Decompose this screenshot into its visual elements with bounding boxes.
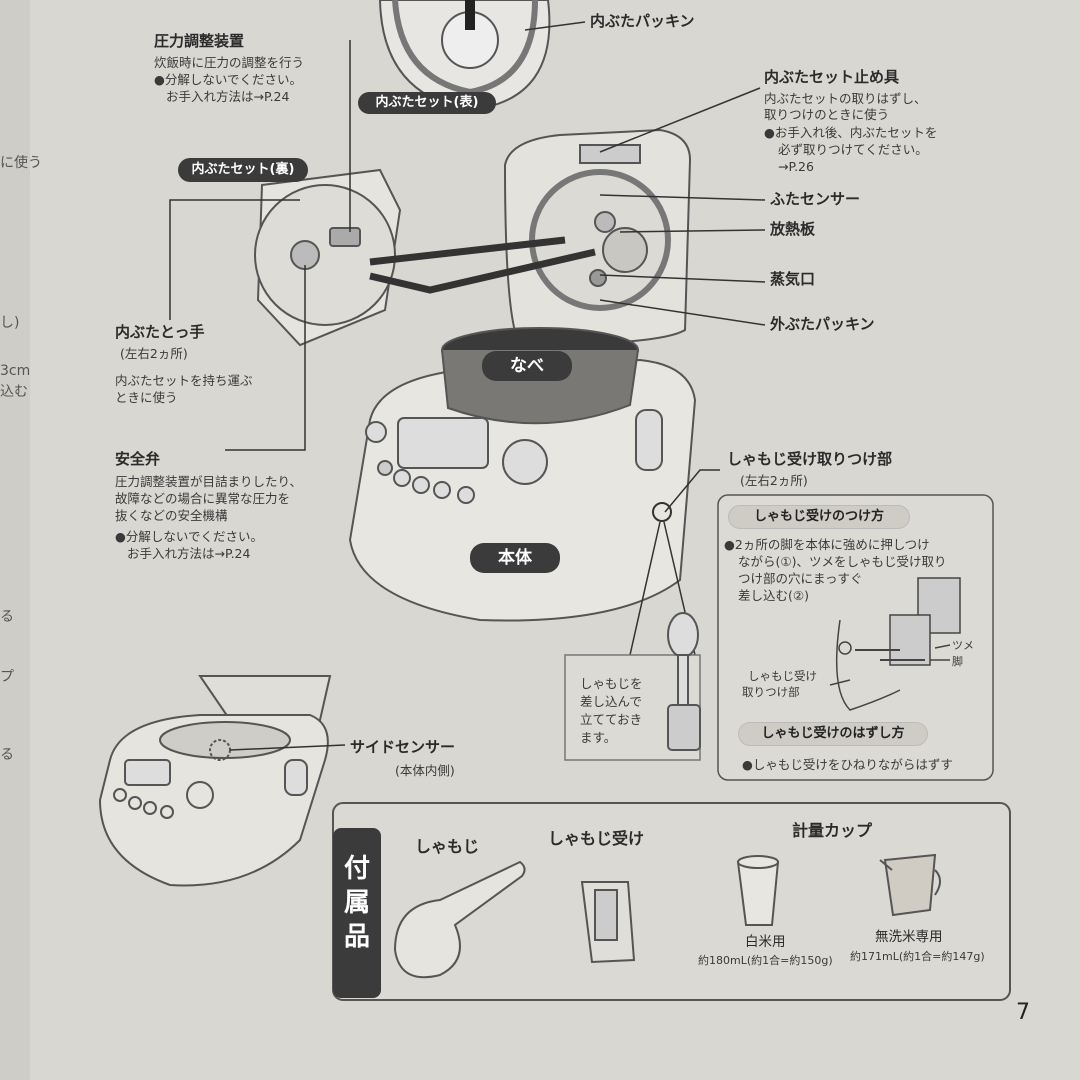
attach-mount2: 取りつけ部 [742, 685, 800, 699]
shamoji-holder-icon [580, 881, 636, 964]
label-stopper: 内ぶたセット止め具 [764, 68, 900, 86]
remove-header: しゃもじ受けのはずし方 [738, 722, 928, 746]
left-page-fragment: に使う [0, 155, 42, 171]
left-page-fragment: 込む [0, 384, 28, 400]
left-page-fragment: る [0, 609, 14, 625]
accessory-measuring-cup: 計量カップ [792, 821, 873, 840]
handle-desc2: ときに使う [115, 390, 178, 405]
badge-uchibuta-back: 内ぶたセット(裏) [178, 158, 308, 182]
attach-line3: つけ部の穴にまっすぐ [738, 571, 863, 586]
stopper-desc2: 取りつけのときに使う [764, 107, 890, 122]
label-steam-port: 蒸気口 [770, 270, 816, 288]
label-heat-plate: 放熱板 [770, 220, 816, 238]
pressure-reference: お手入れ方法は→P.24 [166, 89, 290, 104]
safety-desc3: 抜くなどの安全機構 [115, 508, 228, 523]
measuring-cup-white-icon [736, 855, 780, 926]
left-page-fragment: し) [0, 315, 20, 331]
cup-musen-label: 無洗米専用 [875, 929, 943, 945]
safety-desc2: 故障などの場合に異常な圧力を [115, 491, 291, 506]
safety-bullet: ●分解しないでください。 [115, 529, 264, 544]
callout-line3: 立てておき [580, 712, 643, 727]
label-outer-packing: 外ぶたパッキン [770, 315, 875, 333]
cup-white-label: 白米用 [745, 934, 786, 950]
callout-line1: しゃもじを [580, 676, 643, 691]
accessory-shamoji-holder: しゃもじ受け [548, 829, 645, 848]
attach-ashi: 脚 [952, 655, 963, 668]
attach-diagram [829, 577, 961, 711]
stopper-desc1: 内ぶたセットの取りはずし、 [764, 91, 927, 106]
label-safety-valve: 安全弁 [115, 450, 161, 468]
stopper-bullet2: 必ず取りつけてください。 [778, 142, 928, 157]
attach-box [717, 494, 994, 781]
label-shamoji-mount: しゃもじ受け取りつけ部 [727, 450, 893, 468]
pressure-desc: 炊飯時に圧力の調整を行う [154, 55, 305, 70]
stopper-bullet1: ●お手入れ後、内ぶたセットを [764, 125, 938, 140]
shamoji-standing-illustration [667, 612, 701, 751]
handle-desc1: 内ぶたセットを持ち運ぶ [115, 373, 253, 388]
label-uchibuta-packing: 内ぶたパッキン [590, 12, 695, 30]
callout-line4: ます。 [580, 730, 617, 745]
attach-header: しゃもじ受けのつけ方 [728, 505, 910, 529]
badge-nabe: なべ [482, 351, 572, 381]
badge-uchibuta-front: 内ぶたセット(表) [358, 92, 496, 114]
page-number: 7 [1016, 1000, 1030, 1025]
uchibuta-back-illustration [254, 168, 402, 347]
label-lid-sensor: ふたセンサー [770, 190, 861, 208]
safety-desc1: 圧力調整装置が目詰まりしたり、 [115, 474, 303, 489]
attach-line4: 差し込む(②) [738, 588, 809, 603]
left-page-fragment: 3cm [0, 363, 31, 379]
label-pressure-regulator: 圧力調整装置 [154, 32, 245, 50]
accessory-shamoji: しゃもじ [415, 837, 480, 856]
stopper-reference: →P.26 [778, 159, 814, 174]
shamoji-icon [393, 860, 526, 979]
measuring-cup-musen-icon [879, 853, 941, 917]
attach-line2: ながら(①)、ツメをしゃもじ受け取り [738, 554, 947, 569]
label-handle: 内ぶたとっ手 [115, 323, 205, 341]
accessories-sidebar: 付属品 [333, 828, 381, 998]
cup-musen-spec: 約171mL(約1合=約147g) [850, 950, 985, 963]
pressure-bullet: ●分解しないでください。 [154, 72, 303, 87]
left-page-fragment: る [0, 747, 14, 763]
badge-body: 本体 [470, 543, 560, 573]
remove-text: ●しゃもじ受けをひねりながらはずす [742, 757, 953, 772]
attach-tsume: ツメ [952, 639, 974, 652]
cup-white-spec: 約180mL(約1合=約150g) [698, 954, 833, 967]
callout-line2: 差し込んで [580, 694, 642, 709]
left-page-fragment: プ [0, 669, 14, 685]
attach-mount1: しゃもじ受け [748, 669, 817, 683]
shamoji-mount-sub: (左右2ヵ所) [740, 473, 808, 488]
label-side-sensor: サイドセンサー [350, 738, 456, 756]
safety-reference: お手入れ方法は→P.24 [127, 546, 251, 561]
accessories-title: 付属品 [344, 854, 371, 952]
side-sensor-cooker-illustration [98, 675, 332, 887]
handle-sub: (左右2ヵ所) [120, 346, 188, 361]
attach-line1: ●2ヵ所の脚を本体に強めに押しつけ [724, 537, 930, 552]
side-sensor-sub: (本体内側) [395, 763, 455, 778]
uchibuta-front-illustration [378, 0, 551, 112]
